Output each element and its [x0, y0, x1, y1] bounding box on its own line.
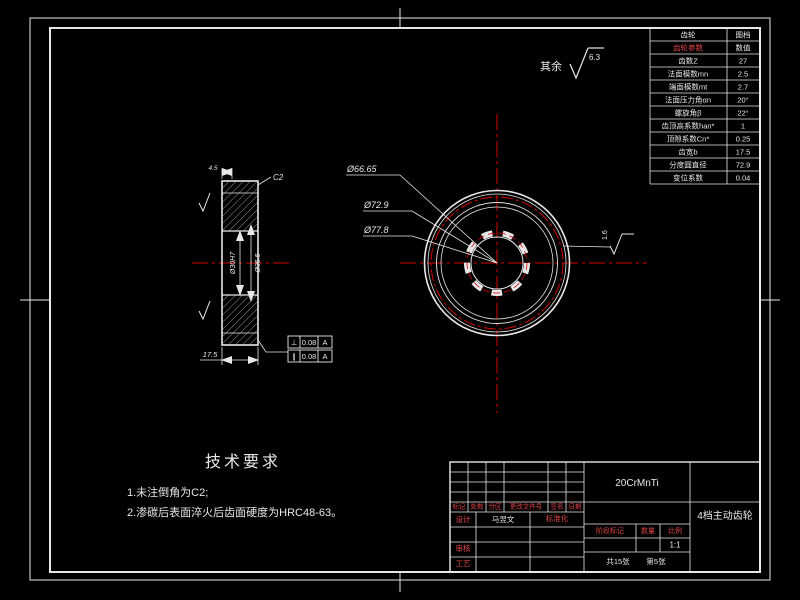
table-label: 齿顶高系数han* — [662, 121, 715, 131]
roughness-note-label: 其余 — [540, 59, 562, 73]
table-label: 法面压力角αn — [665, 95, 711, 105]
table-value: 0.04 — [736, 174, 751, 183]
chamfer-leader — [257, 176, 272, 186]
part-name: 4档主动齿轮 — [697, 509, 753, 522]
standardization-label: 标准化 — [546, 513, 569, 523]
rev-date-label: 日期 — [569, 503, 583, 511]
table-value: 2.5 — [738, 70, 748, 79]
review-label: 审核 — [456, 543, 471, 553]
table-value: 17.5 — [736, 148, 751, 157]
width-dim-text: 17.5 — [203, 350, 218, 359]
stage-label: 阶段标记 — [596, 526, 624, 535]
table-value: 数值 — [736, 43, 751, 53]
table-label: 法面模数mn — [668, 69, 708, 79]
tech-req-item: 1.未注倒角为C2; — [127, 485, 208, 499]
top-dim-text: 4.5 — [208, 165, 217, 172]
rev-doc-label: 更改文件号 — [510, 502, 543, 511]
tol2-value: 0.08 — [302, 352, 317, 361]
tol2-symbol: ∥ — [292, 352, 296, 361]
table-value: 2.7 — [738, 83, 748, 92]
table-value: 27 — [739, 57, 747, 66]
sheet-total: 共15张 — [606, 557, 630, 566]
tol1-symbol: ⊥ — [291, 338, 298, 347]
rev-sign-label: 签名 — [551, 502, 564, 511]
dia-tip-label: Ø77.8 — [363, 225, 389, 235]
roughness-icon — [609, 233, 634, 256]
scale-value: 1:1 — [669, 541, 681, 550]
spline-pitch-circle — [466, 232, 528, 294]
spline-minor-circle — [470, 236, 524, 290]
flank-roughness: 1.6 — [562, 230, 634, 256]
dia-pitch-label: Ø72.9 — [363, 200, 389, 210]
table-label: 齿轮参数 — [673, 43, 703, 53]
dia-root-label: Ø66.65 — [346, 164, 378, 174]
flank-roughness-value: 1.6 — [602, 230, 609, 240]
table-label: 变位系数 — [673, 173, 703, 183]
chamfer-text: C2 — [273, 173, 284, 182]
sheet-number: 第5张 — [646, 556, 666, 566]
tol1-value: 0.08 — [302, 338, 317, 347]
rev-count-label: 处数 — [471, 502, 485, 511]
width-dimension — [200, 347, 259, 365]
title-block: 标记 处数 分区 更改文件号 签名 日期 设计 马翌文 标准化 审核 工艺 阶段… — [449, 461, 761, 573]
rev-mark-label: 标记 — [453, 502, 467, 511]
gear-parameter-table: 齿轮 图档 齿轮参数 数值 齿数Z 27 法面模数mn 2.5 端面模数mt 2… — [649, 27, 761, 185]
designer-name: 马翌文 — [492, 514, 515, 524]
tolerance-frames: ⊥ 0.08 A ∥ 0.08 A — [257, 335, 333, 363]
design-label: 设计 — [456, 514, 471, 524]
tol2-datum: A — [322, 352, 327, 361]
section-view: 17.5 4.5 Ø30H7 Ø35.5 C2 — [192, 165, 333, 365]
spline-dim-text: Ø35.5 — [255, 253, 262, 273]
table-value: 图档 — [736, 30, 751, 40]
table-label: 齿宽b — [678, 147, 697, 157]
roughness-note-value: 6.3 — [589, 53, 601, 62]
general-roughness-note: 其余 6.3 — [540, 47, 604, 80]
material-spec: 20CrMnTi — [615, 478, 659, 489]
root-circle — [436, 202, 558, 324]
sheet-border — [20, 8, 780, 592]
rim-circle — [440, 206, 554, 320]
qty-label: 数量 — [641, 526, 655, 535]
chamfer-circle — [427, 193, 567, 333]
table-value: 22° — [737, 109, 748, 118]
table-value: 20° — [737, 96, 748, 105]
table-label: 齿轮 — [681, 30, 696, 40]
top-dimension — [221, 168, 233, 179]
diameter-leaders — [346, 174, 498, 264]
hatch-top — [223, 182, 257, 231]
table-label: 顶隙系数Cn* — [667, 134, 710, 144]
table-value: 72.9 — [736, 161, 751, 170]
rev-zone-label: 分区 — [489, 502, 503, 511]
table-label: 分度圆直径 — [669, 160, 707, 170]
gear-front-view: Ø66.65 Ø72.9 Ø77.8 1.6 — [346, 114, 647, 413]
table-value: 0.25 — [736, 135, 751, 144]
table-label: 端面模数mt — [669, 82, 708, 92]
pitch-circle — [430, 196, 564, 330]
tech-req-title: 技术要求 — [205, 453, 281, 471]
table-value: 1 — [741, 122, 745, 131]
process-label: 工艺 — [456, 559, 471, 568]
tip-circle — [423, 189, 571, 337]
technical-requirements: 技术要求 1.未注倒角为C2; 2.渗碳后表面淬火后齿面硬度为HRC48-63。 — [127, 453, 342, 519]
bore-dim-text: Ø30H7 — [230, 251, 237, 275]
table-label: 齿数Z — [678, 56, 698, 66]
table-label: 螺旋角β — [675, 108, 702, 118]
tol1-datum: A — [322, 338, 327, 347]
hatch-bottom — [223, 295, 257, 344]
tech-req-item: 2.渗碳后表面淬火后齿面硬度为HRC48-63。 — [127, 505, 342, 519]
center-lines — [400, 114, 647, 413]
roughness-icon — [198, 192, 211, 321]
roughness-icon — [569, 47, 604, 80]
scale-label: 比例 — [668, 526, 682, 535]
